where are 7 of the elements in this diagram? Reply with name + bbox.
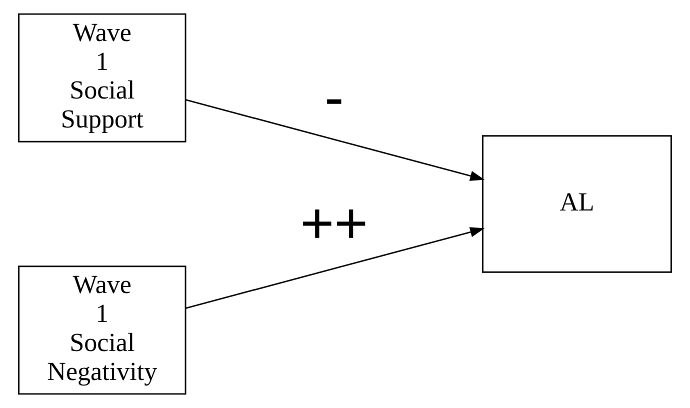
node-box: AL <box>482 135 672 273</box>
arrow <box>186 99 485 181</box>
node-box: Wave 1 Social Support <box>18 13 186 142</box>
edge-label: - <box>324 66 344 130</box>
node-box: Wave 1 Social Negativity <box>18 266 186 395</box>
edge-label: ++ <box>300 192 368 256</box>
arrow <box>186 227 485 309</box>
